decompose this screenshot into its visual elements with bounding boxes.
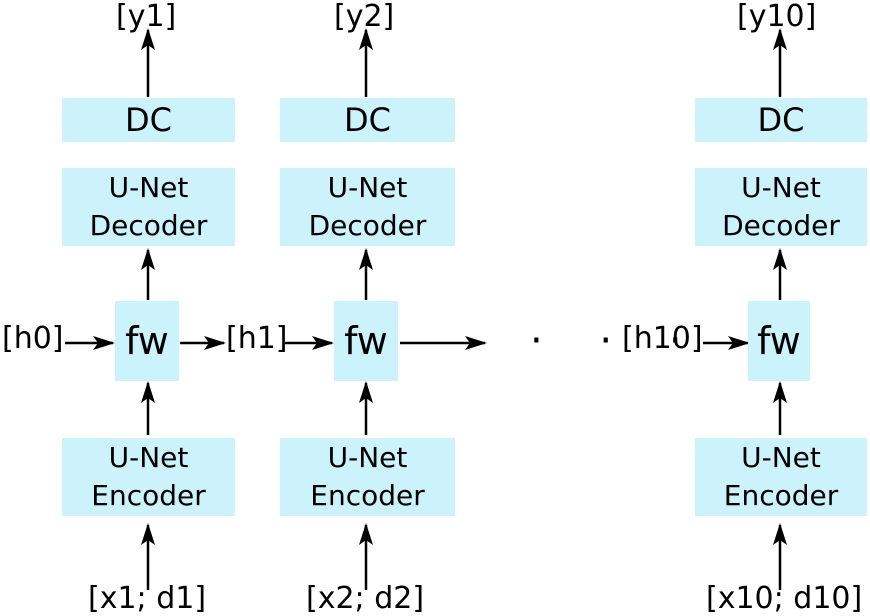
decoder-line2: Decoder: [308, 209, 427, 242]
encoder-line2: Encoder: [310, 479, 425, 512]
dc-box-3: DC: [695, 98, 867, 142]
output-label-3: [y10]: [737, 0, 817, 34]
fw-box-3: fw: [748, 301, 810, 381]
fw-box-1: fw: [115, 301, 179, 381]
dc-label: DC: [757, 101, 805, 139]
ellipsis: · · ·: [530, 318, 704, 364]
encoder-line1: U-Net: [108, 441, 189, 474]
dc-box-1: DC: [62, 98, 235, 142]
fw-box-2: fw: [334, 301, 398, 381]
dc-label: DC: [125, 101, 172, 139]
encoder-line2: Encoder: [723, 479, 839, 512]
decoder-box-2: U-Net Decoder: [280, 168, 455, 246]
decoder-line2: Decoder: [89, 209, 208, 242]
decoder-line1: U-Net: [327, 171, 408, 204]
input-label-1: [x1; d1]: [88, 581, 207, 616]
hidden-label-h10: [h10]: [622, 321, 703, 356]
encoder-line2: Encoder: [91, 479, 206, 512]
dc-box-2: DC: [280, 98, 455, 142]
hidden-label-h0: [h0]: [2, 321, 64, 356]
output-label-2: [y2]: [334, 0, 395, 34]
hidden-label-h1: [h1]: [226, 321, 288, 356]
decoder-line1: U-Net: [108, 171, 189, 204]
encoder-box-2: U-Net Encoder: [280, 438, 455, 516]
encoder-line1: U-Net: [741, 441, 821, 474]
fw-label: fw: [757, 319, 801, 363]
encoder-line1: U-Net: [327, 441, 408, 474]
encoder-box-3: U-Net Encoder: [695, 438, 867, 516]
input-label-2: [x2; d2]: [306, 581, 425, 616]
fw-label: fw: [125, 319, 169, 363]
decoder-line2: Decoder: [722, 209, 840, 242]
decoder-box-3: U-Net Decoder: [695, 168, 867, 246]
input-label-3: [x10; d10]: [706, 581, 863, 616]
output-label-1: [y1]: [116, 0, 177, 34]
fw-label: fw: [344, 319, 388, 363]
encoder-box-1: U-Net Encoder: [62, 438, 235, 516]
dc-label: DC: [344, 101, 391, 139]
decoder-line1: U-Net: [741, 171, 821, 204]
decoder-box-1: U-Net Decoder: [62, 168, 235, 246]
